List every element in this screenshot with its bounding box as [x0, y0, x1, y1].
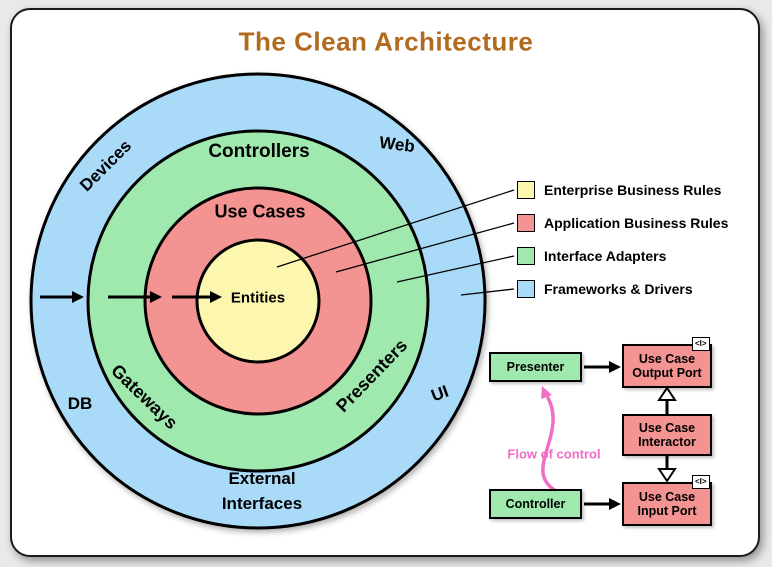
flow-of-control-curve — [541, 396, 560, 494]
arrow-presenter-to-output-port — [584, 361, 621, 373]
legend-swatch-enterprise — [517, 181, 535, 199]
ring-label-external: External — [228, 469, 296, 488]
ring-label-use-cases: Use Cases — [214, 201, 306, 222]
use-case-output-port-box: Use Case Output Port — [622, 344, 712, 388]
arrow-interactor-to-output-port — [657, 386, 677, 414]
inward-arrow-inner-head — [210, 291, 222, 303]
legend-label-enterprise: Enterprise Business Rules — [544, 182, 722, 198]
controller-box: Controller — [489, 489, 582, 519]
output-port-label-line1: Use Case — [638, 351, 696, 366]
legend-swatch-application — [517, 214, 535, 232]
legend-connector-frameworks — [460, 288, 515, 296]
input-port-label-line1: Use Case — [638, 489, 696, 504]
legend-label-adapters: Interface Adapters — [544, 248, 667, 264]
arrow-controller-head — [609, 498, 621, 510]
inward-arrow-middle-head — [150, 291, 162, 303]
interface-marker-output-port: <I> — [692, 337, 710, 351]
arrow-presenter-head — [609, 361, 621, 373]
arrow-interactor-to-input-port — [657, 456, 677, 483]
inward-arrow-outer-head — [72, 291, 84, 303]
ring-label-interfaces: Interfaces — [221, 494, 303, 513]
interactor-up-open-head — [657, 386, 677, 401]
legend-item-application: Application Business Rules — [517, 213, 728, 233]
legend-swatch-adapters — [517, 247, 535, 265]
flow-of-control-arrowhead — [541, 386, 552, 399]
page-title: The Clean Architecture — [238, 26, 534, 57]
presenter-box-label: Presenter — [506, 359, 565, 374]
ring-label-entities: Entities — [230, 289, 286, 307]
interactor-label-line2: Interactor — [638, 435, 696, 449]
legend-connector-enterprise — [276, 189, 515, 268]
ring-label-controllers: Controllers — [208, 141, 310, 162]
legend-label-application: Application Business Rules — [544, 215, 729, 231]
arrow-controller-to-input-port — [584, 498, 621, 510]
legend-item-enterprise: Enterprise Business Rules — [517, 180, 721, 200]
inward-arrow-outer — [40, 291, 84, 303]
interface-marker-input-port: <I> — [692, 475, 710, 489]
legend-label-frameworks: Frameworks & Drivers — [544, 281, 693, 297]
output-port-label-line2: Output Port — [632, 366, 702, 380]
ring-label-db: DB — [67, 394, 93, 413]
interactor-down-open-head — [657, 468, 677, 483]
input-port-label-line2: Input Port — [637, 504, 697, 518]
inward-arrow-inner — [172, 291, 222, 303]
controller-box-label: Controller — [505, 496, 566, 511]
legend-item-adapters: Interface Adapters — [517, 246, 666, 266]
legend-connector-adapters — [396, 255, 515, 283]
circle-enterprise-business-rules — [195, 238, 321, 364]
legend-connector-application — [335, 222, 515, 273]
presenter-box: Presenter — [489, 352, 582, 382]
legend-swatch-frameworks — [517, 280, 535, 298]
legend-item-frameworks: Frameworks & Drivers — [517, 279, 693, 299]
use-case-interactor-box: Use Case Interactor — [622, 414, 712, 456]
interactor-label-line1: Use Case — [638, 420, 696, 435]
flow-of-control-label: Flow of control — [507, 446, 601, 462]
inward-arrow-middle — [108, 291, 162, 303]
ring-label-web: Web — [378, 132, 416, 157]
use-case-input-port-box: Use Case Input Port — [622, 482, 712, 526]
